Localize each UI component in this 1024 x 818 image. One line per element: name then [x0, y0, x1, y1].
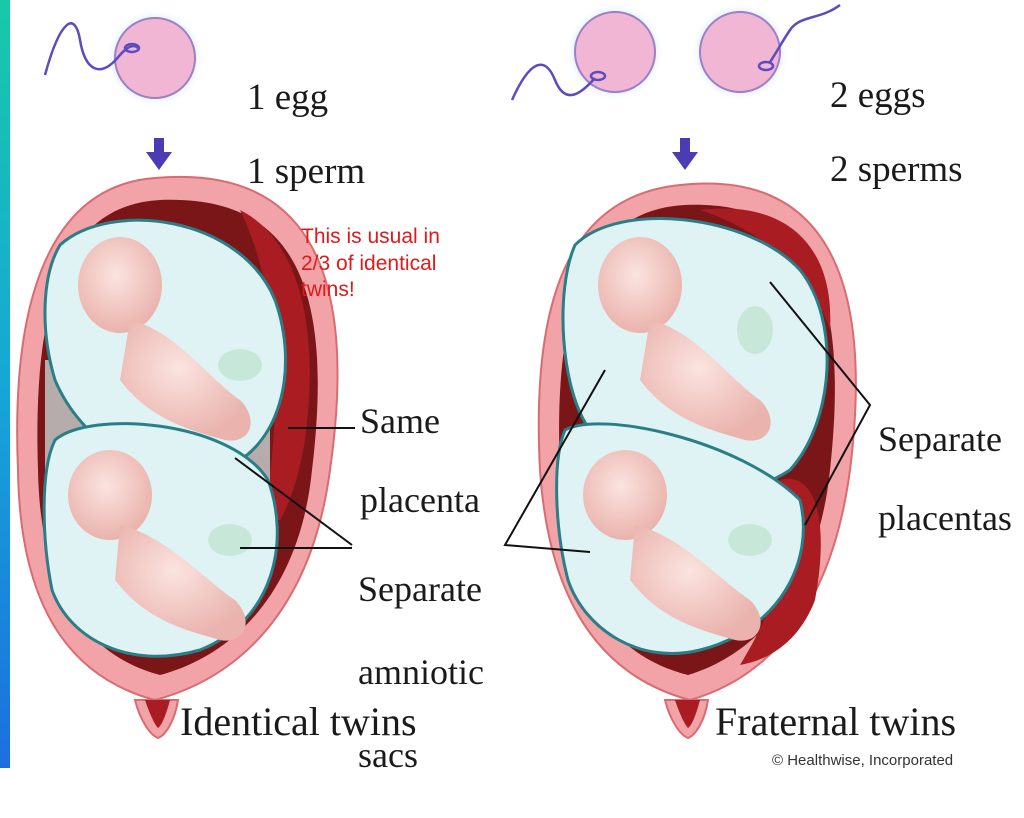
- sacs-pointer-upper: [234, 457, 353, 546]
- identical-egg-count: 1 egg: [247, 77, 329, 118]
- identical-fertilization-label: 1 egg 1 sperm: [247, 42, 365, 227]
- separate-placentas-bracket: [769, 281, 872, 526]
- identical-twins-title: Identical twins: [180, 699, 417, 744]
- identical-uterus: [16, 175, 339, 740]
- separate-placentas-line-2: placentas: [878, 497, 1012, 538]
- same-placenta-label: Same placenta: [360, 362, 480, 560]
- separate-amniotic-sacs-label: Separate amniotic sacs: [358, 528, 484, 818]
- separate-placentas-label: Separate placentas: [878, 380, 1012, 578]
- identical-egg-sperm: [43, 8, 205, 108]
- annotation-line-2: 2/3 of identical: [301, 251, 437, 275]
- fraternal-twins-title: Fraternal twins: [715, 699, 957, 744]
- sacs-line-1: Separate: [358, 569, 482, 610]
- fraternal-sperm-count: 2 sperms: [830, 149, 963, 190]
- fraternal-uterus: [537, 182, 857, 740]
- annotation-line-3: twins!: [301, 278, 355, 302]
- usual-frequency-annotation: This is usual in 2/3 of identical twins!: [301, 224, 440, 304]
- fraternal-eggs-sperms: [510, 2, 841, 102]
- fraternal-fertilization-label: 2 eggs 2 sperms: [830, 40, 963, 225]
- identical-down-arrow: [146, 138, 172, 170]
- sacs-line-2: amniotic: [358, 652, 484, 693]
- fraternal-down-arrow: [672, 138, 698, 170]
- same-placenta-line-2: placenta: [360, 479, 480, 520]
- twins-diagram-artwork: [16, 2, 872, 740]
- same-placenta-line-1: Same: [360, 400, 440, 441]
- copyright-credit: © Healthwise, Incorporated: [772, 752, 954, 769]
- slide-edge-bar: [0, 0, 10, 768]
- identical-sperm-count: 1 sperm: [247, 151, 366, 192]
- fraternal-egg-count: 2 eggs: [830, 75, 926, 116]
- fraternal-sacs-pointer: [503, 369, 606, 553]
- annotation-line-1: This is usual in: [301, 225, 440, 248]
- separate-placentas-line-1: Separate: [878, 418, 1002, 459]
